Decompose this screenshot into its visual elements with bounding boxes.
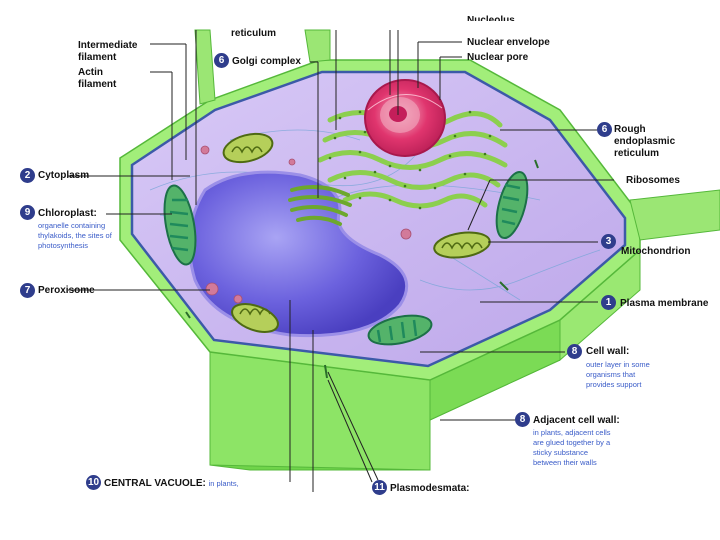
- label-chloroplast: Chloroplast:: [38, 208, 97, 219]
- chloroplasts: [163, 170, 529, 346]
- label-adjacent-cell-wall: Adjacent cell wall:: [533, 415, 620, 426]
- central-vacuole-description: in plants,: [208, 479, 239, 488]
- label-actin-filament: Actin filament: [78, 67, 117, 90]
- leader-lines: [68, 30, 614, 492]
- label-golgi-complex: Golgi complex: [232, 56, 301, 67]
- adjacent-cell-wall-description: in plants, adjacent cells are glued toge…: [533, 428, 611, 467]
- chloroplast-number-badge: 9: [20, 205, 35, 220]
- golgi-number-badge: 6: [214, 53, 229, 68]
- cytoplasm-number-badge: 2: [20, 168, 35, 183]
- label-central-vacuole: CENTRAL VACUOLE: in plants,: [104, 478, 239, 490]
- label-nucleolus-cut: Nucleolus: [467, 15, 515, 21]
- plasma-membrane-number-badge: 1: [601, 295, 616, 310]
- mitochondria: [222, 132, 491, 333]
- mitochondrion-number-badge: 3: [601, 234, 616, 249]
- label-rough-er: Rough endoplasmic reticulum: [614, 124, 676, 159]
- cell-wall-description: outer layer in some organisms that provi…: [586, 360, 650, 389]
- plasmodesmata: [185, 159, 539, 379]
- label-mitochondrion: Mitochondrion: [621, 246, 691, 257]
- golgi-complex: [288, 184, 352, 226]
- plasmodesmata-number-badge: 11: [372, 480, 387, 495]
- label-intermediate-filament: Intermediate filament: [78, 40, 138, 63]
- peroxisome-number-badge: 7: [20, 283, 35, 298]
- label-plasma-membrane: Plasma membrane: [620, 298, 709, 309]
- central-vacuole: [187, 170, 409, 338]
- label-cell-wall: Cell wall:: [586, 346, 630, 357]
- rough-er-number-badge: 6: [597, 122, 612, 137]
- label-peroxisome: Peroxisome: [38, 285, 95, 296]
- peroxisomes: [200, 145, 412, 304]
- central-vacuole-title: CENTRAL VACUOLE:: [104, 478, 206, 489]
- adjacent-cell-wall-number-badge: 8: [515, 412, 530, 427]
- label-nuclear-envelope: Nuclear envelope: [467, 37, 550, 48]
- nucleus: [364, 79, 446, 157]
- central-vacuole-number-badge: 10: [86, 475, 101, 490]
- cell-wall-number-badge: 8: [567, 344, 582, 359]
- chloroplast-description: organelle containing thylakoids, the sit…: [38, 221, 112, 250]
- label-plasmodesmata: Plasmodesmata:: [390, 483, 470, 494]
- label-ribosomes: Ribosomes: [626, 175, 680, 186]
- label-nuclear-pore: Nuclear pore: [467, 52, 529, 63]
- label-reticulum-top: reticulum: [231, 28, 277, 39]
- label-cytoplasm: Cytoplasm: [38, 170, 90, 181]
